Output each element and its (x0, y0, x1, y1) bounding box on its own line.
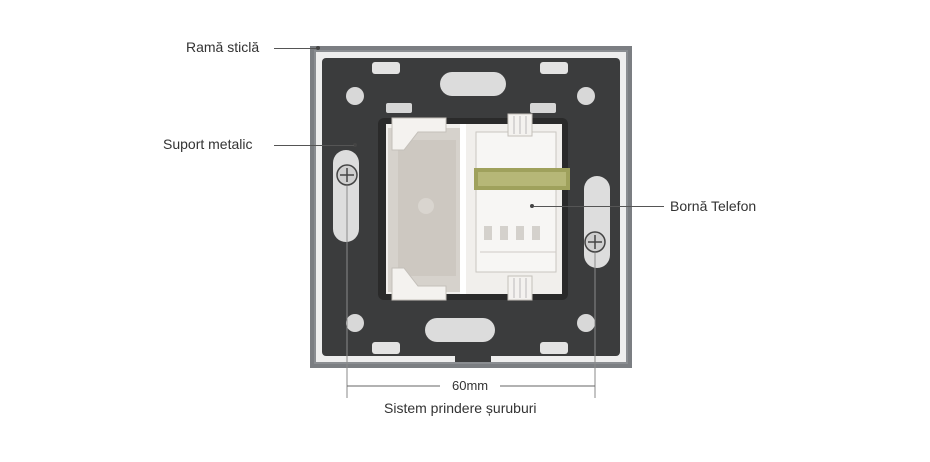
frame-leader (274, 48, 316, 49)
terminal-label: Bornă Telefon (670, 198, 757, 214)
distance-label: 60mm (452, 378, 489, 393)
mounting-label: Sistem prindere șuruburi (384, 400, 537, 416)
left-screw-slot (333, 150, 359, 242)
bottom-slot (425, 318, 495, 342)
phone-terminal-block (475, 131, 557, 273)
right-screw-slot (584, 176, 610, 268)
frame-label: Ramă sticlă (186, 39, 260, 55)
top-slot (440, 72, 506, 96)
support-leader (274, 145, 354, 146)
terminal-leader (534, 206, 664, 207)
support-label: Suport metalic (163, 136, 253, 152)
